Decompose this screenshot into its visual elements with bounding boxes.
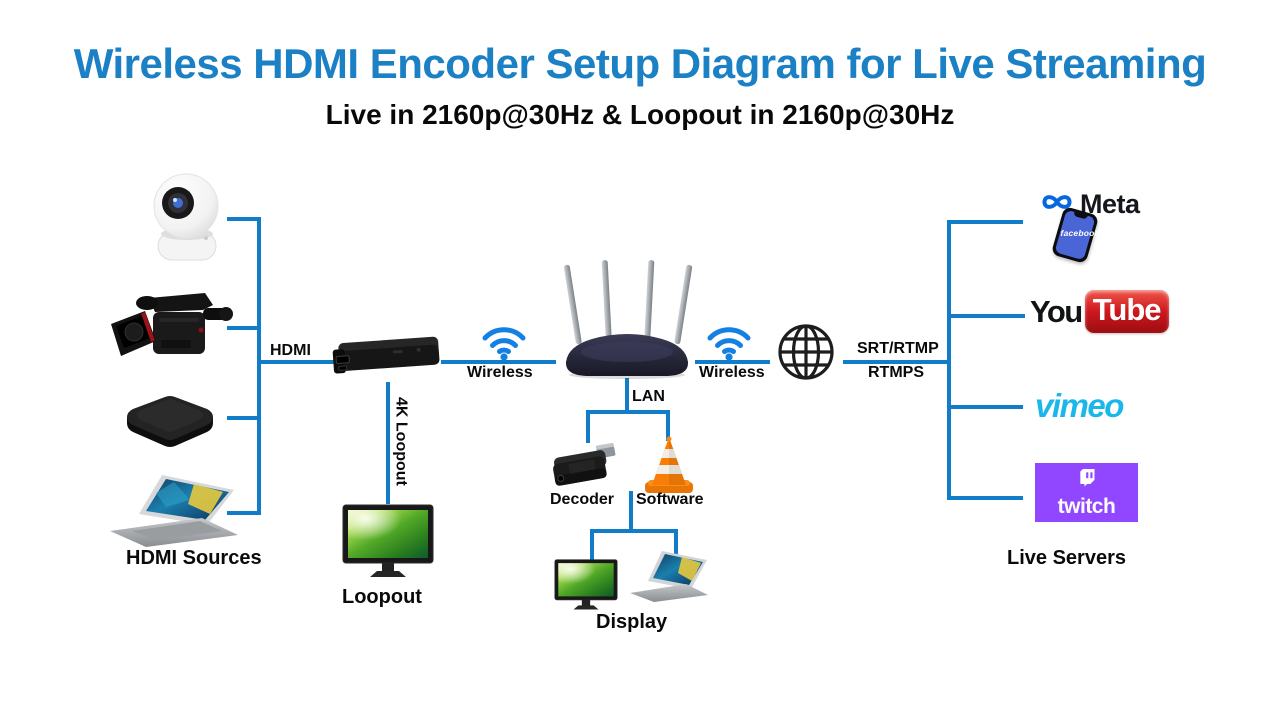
hdmi-label: HDMI (270, 342, 311, 359)
youtube-tube-badge: Tube (1084, 290, 1169, 333)
connector-display (629, 491, 633, 533)
phone-notch (1073, 211, 1088, 220)
media-box-icon (121, 391, 219, 449)
connector-vimeo (947, 405, 1023, 409)
youtube-logo: You Tube (1030, 290, 1169, 333)
page-title: Wireless HDMI Encoder Setup Diagram for … (73, 40, 1207, 87)
connector-srt-rtmp (843, 360, 948, 364)
decoder-dongle-icon (547, 441, 623, 491)
connector-lan (625, 378, 629, 414)
connector-camera (227, 217, 260, 221)
connector-servers-bus (947, 220, 951, 500)
display-label: Display (596, 611, 668, 633)
wifi-icon (705, 320, 753, 361)
laptop-icon (104, 473, 242, 548)
connector-hdmi (257, 360, 334, 364)
wifi-icon (480, 320, 528, 361)
vimeo-logo: vimeo (1035, 387, 1124, 424)
vlc-cone-icon (642, 436, 696, 496)
lan-label: LAN (632, 388, 665, 405)
page-subtitle: Live in 2160p@30Hz & Loopout in 2160p@30… (325, 99, 955, 130)
connector-display-laptop (674, 529, 678, 554)
connector-wireless-encoder (441, 360, 556, 364)
loopout-label: Loopout (342, 586, 422, 608)
loopout-monitor-icon (342, 504, 434, 582)
software-label: Software (636, 491, 704, 508)
encoder-stick-icon (331, 332, 443, 378)
facebook-screen: facebook (1054, 209, 1100, 261)
connector-media-box (227, 416, 260, 420)
twitch-wordmark: twitch (1057, 495, 1116, 518)
connector-twitch (947, 496, 1023, 500)
wireless-internet-label: Wireless (699, 364, 765, 381)
decoder-label: Decoder (550, 491, 615, 508)
connector-display-split (590, 529, 678, 533)
display-laptop-icon (628, 551, 710, 603)
connector-meta (947, 220, 1023, 224)
connector-sources-bus (257, 217, 261, 515)
camcorder-icon (109, 288, 234, 363)
connector-laptop (227, 511, 260, 515)
router-icon (556, 258, 698, 380)
connector-loopout (386, 382, 390, 504)
loopout-cable-label: 4K Loopout (392, 397, 410, 486)
connector-lan-software (666, 410, 670, 441)
connector-wireless-internet (695, 360, 770, 364)
display-monitor-icon (554, 559, 618, 613)
live-servers-label: Live Servers (1007, 547, 1126, 569)
meta-infinity-icon (1039, 191, 1075, 218)
facebook-wordmark: facebook (1060, 228, 1100, 239)
ptz-camera-icon (142, 172, 228, 264)
connector-lan-decoder (586, 410, 590, 443)
globe-icon (776, 322, 836, 382)
protocol-label-bottom: RTMPS (868, 364, 924, 381)
twitch-logo: twitch (1035, 463, 1138, 522)
wireless-encoder-label: Wireless (467, 364, 533, 381)
connector-display-monitor (590, 529, 594, 561)
connector-camcorder (227, 326, 260, 330)
connector-lan-split (586, 410, 670, 414)
connector-youtube (947, 314, 1025, 318)
protocol-label-top: SRT/RTMP (857, 340, 939, 357)
youtube-you-text: You (1030, 293, 1083, 329)
twitch-glyph-icon (1077, 468, 1097, 495)
hdmi-sources-label: HDMI Sources (126, 547, 262, 569)
